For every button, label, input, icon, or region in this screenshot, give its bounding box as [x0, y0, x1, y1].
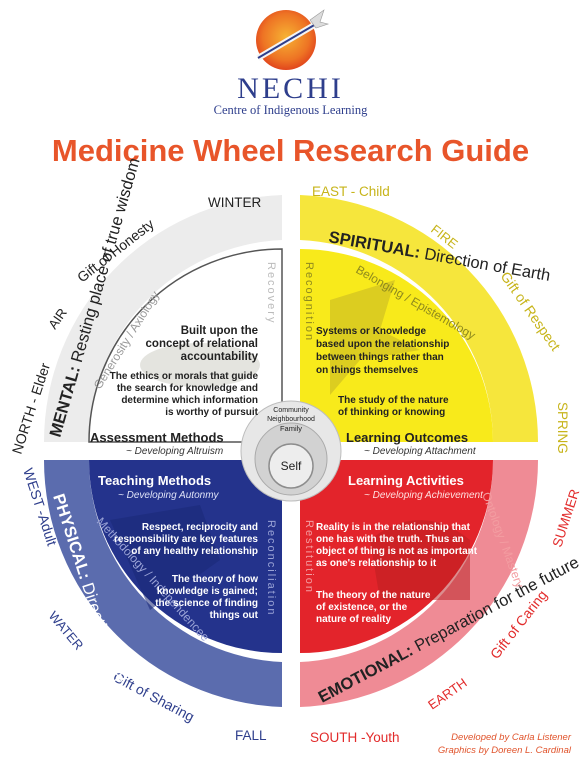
page-title: Medicine Wheel Research Guide — [51, 133, 530, 168]
emotional-heading: Learning Activities — [348, 473, 464, 488]
emotional-body2: The theory of the nature of existence, o… — [316, 590, 431, 625]
east-label: EAST - Child — [312, 184, 390, 199]
spiritual-side-label: Recognition — [303, 262, 315, 342]
self-label: Self — [281, 459, 302, 473]
earth-label: EARTH — [425, 675, 470, 712]
svg-text:knowledge is gained;: knowledge is gained; — [157, 586, 258, 597]
winter-label: WINTER — [208, 195, 261, 210]
svg-text:The study of the nature: The study of the nature — [338, 395, 449, 406]
mental-side-label: Recovery — [265, 262, 277, 324]
svg-text:between things rather than: between things rather than — [316, 352, 444, 363]
physical-heading: Teaching Methods — [98, 473, 211, 488]
credit-graphics: Graphics by Doreen L. Cardinal — [437, 745, 571, 756]
svg-text:object of thing is not as impo: object of thing is not as important — [316, 546, 478, 557]
svg-text:Systems or Knowledge: Systems or Knowledge — [316, 326, 426, 337]
mental-subheading: ~ Developing Altruism — [126, 446, 223, 457]
south-label: SOUTH -Youth — [310, 730, 400, 745]
svg-text:of any healthy relationship: of any healthy relationship — [131, 546, 258, 557]
spiritual-body1: Systems or Knowledge based upon the rela… — [316, 326, 449, 376]
wolf-silhouette — [110, 505, 220, 610]
family-label: Family — [280, 424, 302, 433]
credit-developer: Developed by Carla Listener — [451, 732, 571, 743]
bear-silhouette — [140, 343, 260, 387]
svg-text:the search for knowledge and: the search for knowledge and — [117, 383, 258, 394]
spiritual-body2: The study of the nature of thinking or k… — [338, 395, 449, 418]
emotional-body1: Reality is in the relationship that one … — [316, 522, 478, 569]
svg-text:Reality is in the relationship: Reality is in the relationship that — [316, 522, 471, 533]
svg-text:accountability: accountability — [181, 351, 259, 363]
physical-subheading: ~ Developing Autonmy — [118, 490, 220, 501]
svg-text:Respect, reciprocity and: Respect, reciprocity and — [142, 522, 258, 533]
svg-text:is worthy of pursuit: is worthy of pursuit — [165, 407, 258, 418]
physical-band — [43, 460, 282, 707]
svg-text:nature of reality: nature of reality — [316, 614, 391, 625]
svg-text:concept of relational: concept of relational — [146, 338, 258, 350]
svg-text:The theory of the nature: The theory of the nature — [316, 590, 431, 601]
svg-text:responsibility are key feature: responsibility are key features — [114, 534, 258, 545]
svg-text:The ethics or morals that guid: The ethics or morals that guide — [110, 371, 259, 382]
emotional-subheading: ~ Developing Achievement — [364, 490, 484, 501]
svg-text:based upon the relationship: based upon the relationship — [316, 339, 449, 350]
eagle-silhouette — [330, 280, 420, 395]
svg-text:the science of finding: the science of finding — [155, 598, 258, 609]
self-circle — [268, 443, 314, 489]
svg-text:Built upon the: Built upon the — [181, 325, 258, 337]
physical-side-label: Reconciliation — [265, 520, 277, 616]
emotional-band — [300, 460, 539, 707]
spiritual-band — [300, 195, 539, 442]
svg-text:determine which information: determine which information — [121, 395, 258, 406]
air-label: AIR — [45, 305, 70, 331]
brand-subtitle: Centre of Indigenous Learning — [213, 103, 368, 117]
physical-body2: The theory of how knowledge is gained; t… — [155, 574, 258, 621]
svg-text:The theory of how: The theory of how — [172, 574, 258, 585]
buffalo-silhouette — [370, 520, 470, 600]
svg-text:of thinking or knowing: of thinking or knowing — [338, 407, 445, 418]
spring-label: SPRING — [555, 402, 570, 454]
water-label: WATER — [46, 608, 87, 652]
spiritual-subheading: ~ Developing Attachment — [364, 446, 477, 457]
svg-text:on things themselves: on things themselves — [316, 365, 419, 376]
fall-label: FALL — [235, 728, 267, 743]
nechi-logo — [256, 9, 330, 70]
summer-label: SUMMER — [550, 487, 581, 549]
community-label: Community — [273, 407, 309, 414]
svg-text:as one's relationship to it: as one's relationship to it — [316, 558, 437, 569]
svg-text:things out: things out — [210, 610, 259, 621]
brand-name: NECHI — [237, 72, 344, 105]
physical-body1: Respect, reciprocity and responsibility … — [114, 522, 258, 557]
mental-body1: Built upon the concept of relational acc… — [146, 325, 259, 363]
neighbourhood-label: Neighbourhood — [267, 416, 315, 423]
svg-text:one has with the truth. Thus a: one has with the truth. Thus an — [316, 534, 464, 545]
mental-heading: Assessment Methods — [90, 430, 224, 445]
mental-body2: The ethics or morals that guide the sear… — [110, 371, 259, 418]
emotional-side-label: Restitution — [303, 520, 315, 594]
spiritual-heading: Learning Outcomes — [346, 430, 468, 445]
mental-band — [43, 195, 283, 442]
svg-text:of existence, or the: of existence, or the — [316, 602, 408, 613]
